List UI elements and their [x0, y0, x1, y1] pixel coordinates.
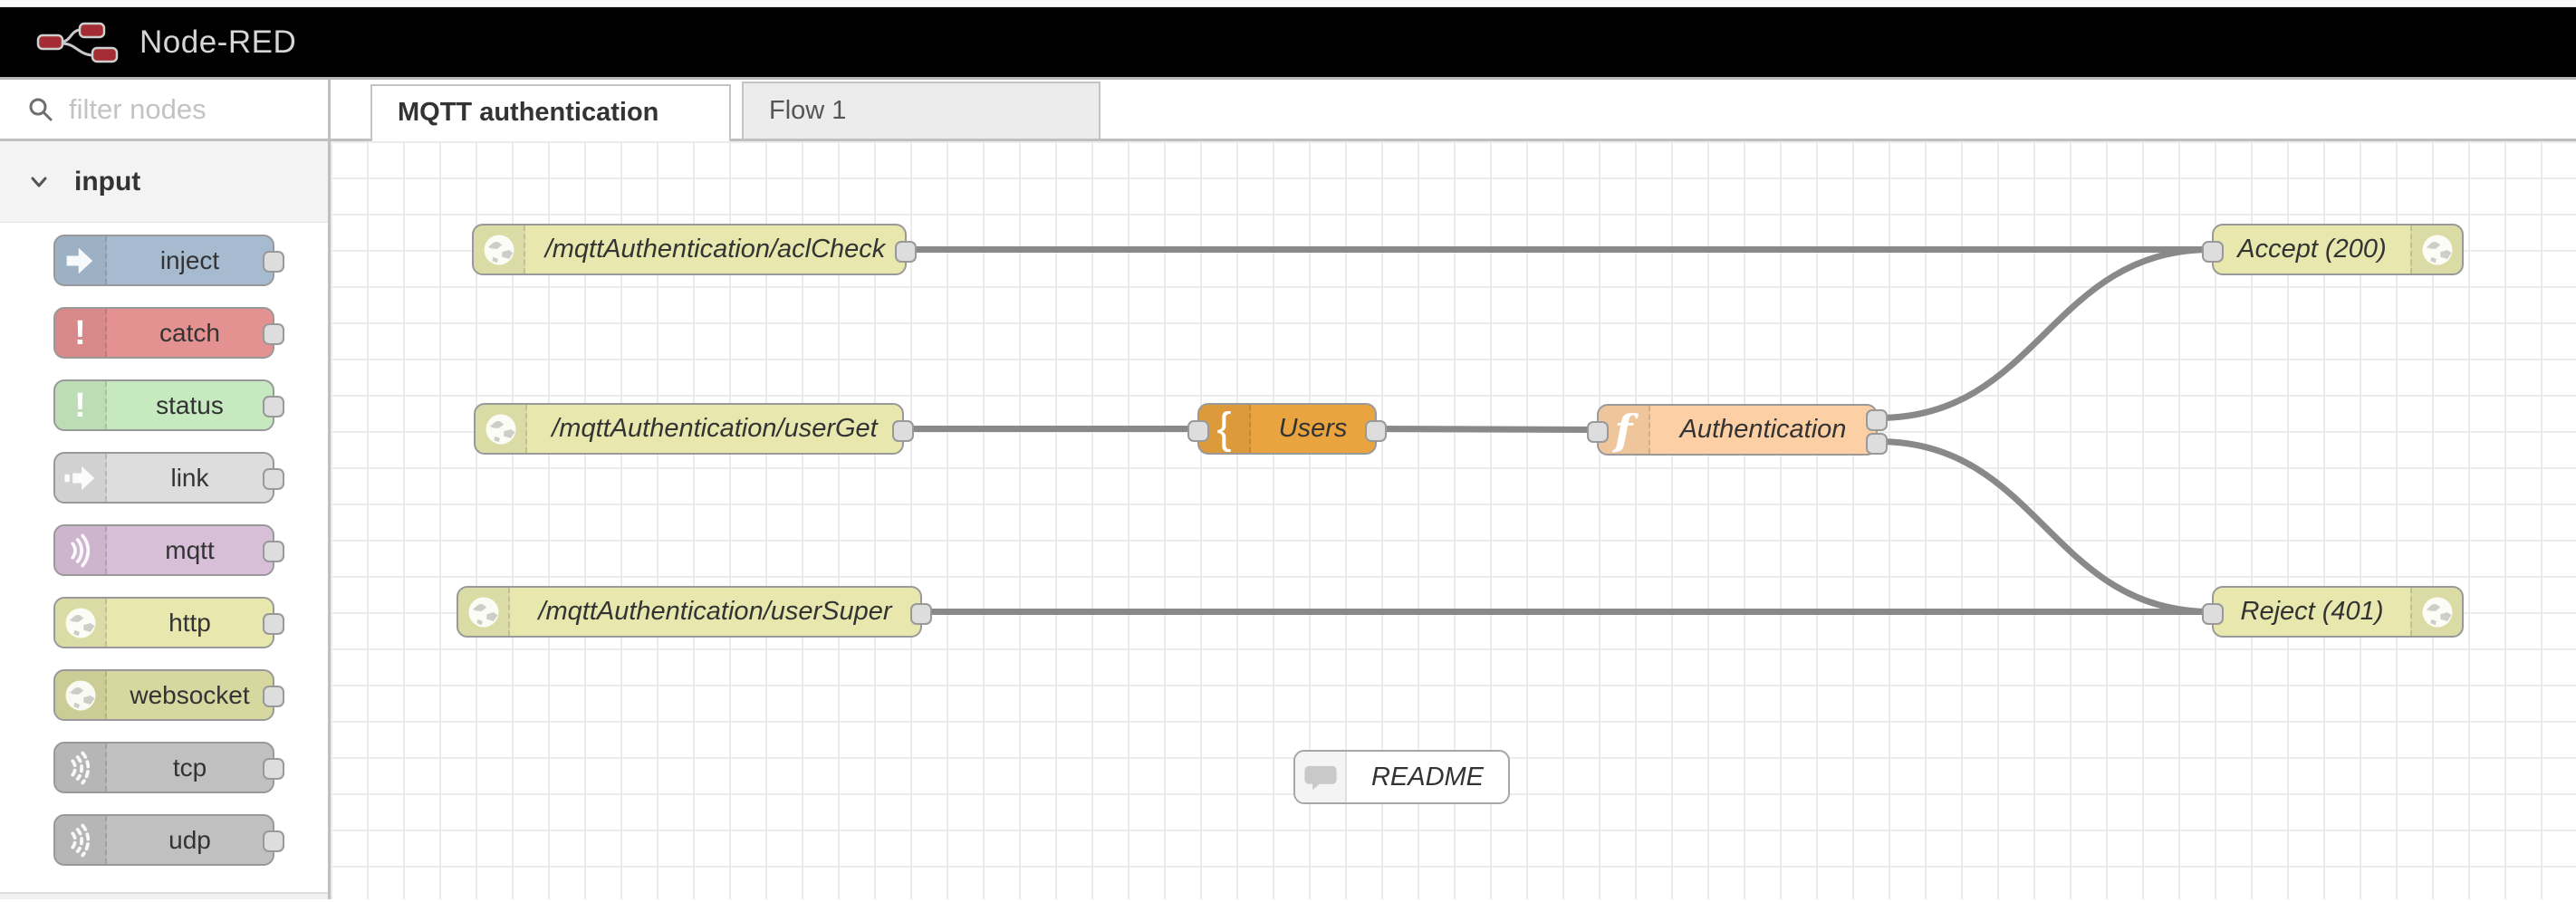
port-output[interactable]	[263, 830, 284, 852]
node-label: Reject (401)	[2240, 597, 2384, 626]
palette-node-tcp[interactable]: tcp	[53, 742, 284, 793]
port-output[interactable]	[1866, 432, 1888, 455]
port-output[interactable]	[1365, 419, 1387, 442]
node-red-logo-icon	[36, 22, 119, 62]
node-label: Accept (200)	[2237, 235, 2387, 264]
globe-icon	[474, 226, 525, 273]
port-input[interactable]	[2202, 240, 2224, 263]
palette-node-mqtt[interactable]: mqtt	[53, 524, 284, 576]
wire-users-to-auth[interactable]	[1373, 426, 1600, 433]
palette-node-inject[interactable]: inject	[53, 235, 284, 286]
comment-icon	[1295, 752, 1347, 802]
node-label: udp	[168, 825, 211, 854]
node-label: /mqttAuthentication/userGet	[552, 414, 878, 443]
globe-icon	[476, 405, 527, 453]
palette-search	[0, 80, 328, 141]
tab-flow-1[interactable]: Flow 1	[742, 82, 1101, 139]
broadcast-dashed-icon	[55, 744, 107, 792]
port-output[interactable]	[910, 602, 932, 625]
node-label: Users	[1278, 414, 1348, 443]
globe-icon	[2410, 588, 2462, 636]
node-label: inject	[159, 245, 220, 274]
node-label: catch	[159, 318, 220, 347]
flow-node-userSuper[interactable]: /mqttAuthentication/userSuper	[457, 586, 932, 638]
node-label: tcp	[172, 753, 207, 782]
port-output[interactable]	[895, 240, 917, 263]
app-header: Node-RED	[0, 7, 2576, 80]
tab-label: MQTT authentication	[398, 97, 659, 127]
search-icon	[29, 98, 53, 120]
port-output[interactable]	[263, 251, 284, 273]
palette-node-list: inject! catch! status link mqtt http websocket…	[0, 223, 328, 866]
port-output[interactable]	[1866, 408, 1888, 431]
globe-icon	[458, 588, 510, 636]
top-strip	[0, 0, 2576, 7]
globe-icon	[2410, 226, 2462, 273]
filter-nodes-input[interactable]	[56, 92, 301, 126]
inject-icon	[55, 236, 107, 284]
port-output[interactable]	[263, 323, 284, 345]
palette-node-http[interactable]: http	[53, 597, 284, 648]
broadcast-icon	[55, 526, 107, 574]
port-output[interactable]	[263, 541, 284, 562]
palette-sidebar: input inject! catch! status link mqtt http web…	[0, 80, 331, 899]
node-label: link	[170, 463, 209, 492]
node-label: mqtt	[165, 535, 215, 564]
node-label: Authentication	[1679, 415, 1847, 444]
flow-node-aclCheck[interactable]: /mqttAuthentication/aclCheck	[472, 224, 917, 275]
node-label: websocket	[130, 680, 250, 709]
globe-icon	[55, 599, 107, 647]
flow-node-users[interactable]: {Users	[1187, 403, 1387, 455]
port-output[interactable]	[892, 419, 914, 442]
port-output[interactable]	[263, 758, 284, 780]
wire-auth-to-accept[interactable]	[1874, 246, 2216, 421]
port-output[interactable]	[263, 686, 284, 707]
tab-mqtt-authentication[interactable]: MQTT authentication	[370, 84, 731, 141]
flow-tabbar: MQTT authentication Flow 1	[331, 80, 2576, 141]
port-output[interactable]	[263, 613, 284, 635]
flow-node-accept[interactable]: Accept (200)	[2202, 224, 2464, 275]
node-label: README	[1370, 762, 1485, 792]
flow-canvas[interactable]: /mqttAuthentication/aclCheck/mqttAuthent…	[331, 141, 2576, 899]
wire-auth-to-reject[interactable]	[1874, 438, 2216, 615]
wire-layer	[900, 246, 2216, 615]
exclamation-icon: !	[55, 309, 107, 357]
chevron-down-icon	[31, 177, 47, 187]
node-label: http	[168, 608, 211, 637]
palette-node-status[interactable]: ! status	[53, 379, 284, 431]
palette-category-input[interactable]: input	[0, 141, 328, 223]
palette: input inject! catch! status link mqtt http web…	[0, 141, 328, 899]
exclamation-icon: !	[55, 381, 107, 429]
port-input[interactable]	[1587, 420, 1609, 443]
flow-node-readme[interactable]: README	[1293, 750, 1510, 804]
palette-node-websocket[interactable]: websocket	[53, 669, 284, 721]
node-label: /mqttAuthentication/aclCheck	[544, 235, 886, 264]
tab-label: Flow 1	[769, 96, 847, 125]
palette-node-udp[interactable]: udp	[53, 814, 284, 866]
node-label: /mqttAuthentication/userSuper	[538, 597, 892, 626]
flow-node-reject[interactable]: Reject (401)	[2202, 586, 2464, 638]
next-category-strip	[0, 892, 328, 899]
port-output[interactable]	[263, 396, 284, 417]
palette-node-link[interactable]: link	[53, 452, 284, 504]
port-input[interactable]	[2202, 602, 2224, 625]
link-icon	[55, 454, 107, 502]
port-input[interactable]	[1187, 419, 1209, 442]
node-label: status	[156, 390, 224, 419]
workspace: MQTT authentication Flow 1 /mqttAuthenti…	[331, 80, 2576, 899]
broadcast-dashed-icon	[55, 816, 107, 864]
palette-node-catch[interactable]: ! catch	[53, 307, 284, 359]
flow-node-userGet[interactable]: /mqttAuthentication/userGet	[474, 403, 914, 455]
globe-icon	[55, 671, 107, 719]
palette-category-label: input	[74, 166, 141, 197]
app-title: Node-RED	[139, 24, 297, 60]
port-output[interactable]	[263, 468, 284, 490]
